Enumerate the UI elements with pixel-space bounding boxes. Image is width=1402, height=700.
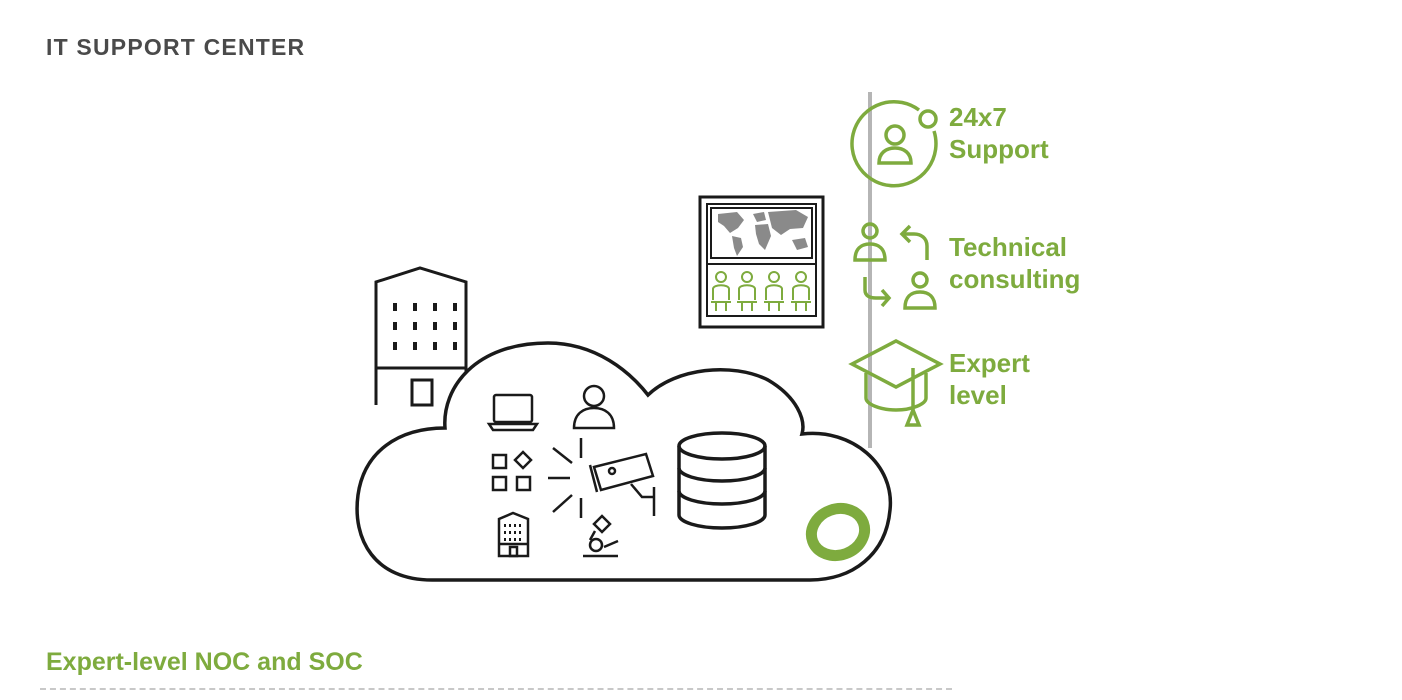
footer-title: Expert-level NOC and SOC <box>46 648 363 676</box>
database-icon <box>677 431 767 530</box>
feature-label-24x7-support: 24x7 Support <box>949 102 1049 164</box>
feature-label-technical-consulting: Technical consulting <box>949 232 1081 294</box>
monitoring-wall-icon <box>698 195 825 329</box>
operators-row <box>711 271 811 311</box>
support-agent-icon <box>850 99 938 188</box>
apps-icon <box>491 450 533 492</box>
page-title: IT SUPPORT CENTER <box>46 34 306 60</box>
user-icon <box>572 384 616 430</box>
consulting-exchange-icon <box>853 222 937 310</box>
status-ring-icon <box>805 502 871 562</box>
footer-divider <box>40 688 952 690</box>
security-camera-icon <box>588 452 656 516</box>
scan-lines <box>548 438 583 518</box>
laptop-icon <box>486 393 540 432</box>
microscope-icon <box>583 514 619 558</box>
world-map-icon <box>718 210 808 256</box>
graduation-cap-icon <box>848 339 944 427</box>
building-icon <box>374 266 468 407</box>
feature-label-expert-level: Expert level <box>949 348 1030 410</box>
office-building-icon <box>497 511 530 558</box>
